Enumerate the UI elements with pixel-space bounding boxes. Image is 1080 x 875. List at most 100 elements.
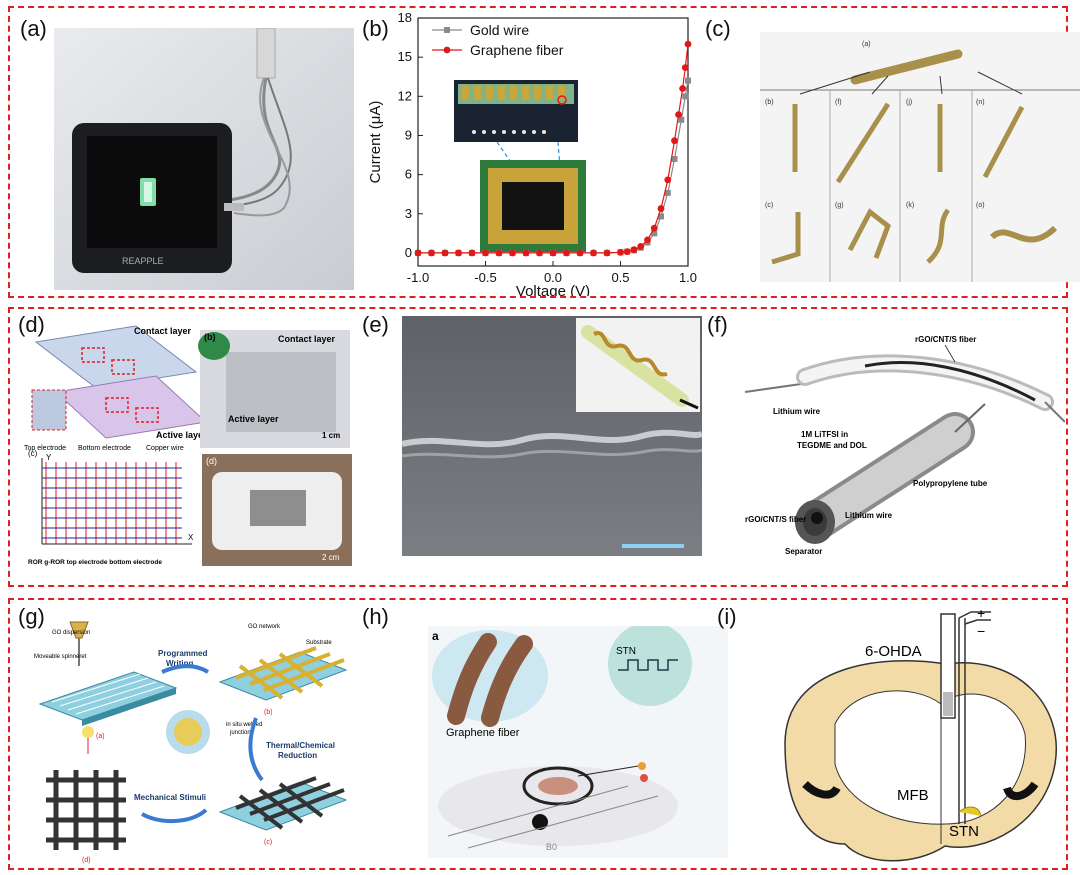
data-point: [468, 249, 476, 257]
data-point: [455, 249, 462, 257]
legend-copper-wire: Copper wire: [146, 445, 184, 452]
thermal-line1: Thermal/Chemical: [266, 741, 335, 750]
y-tick-label: 18: [398, 10, 412, 25]
step-b-label: (b): [264, 709, 273, 716]
sub-o: (o): [976, 202, 985, 209]
x-tick-label: 0.0: [544, 270, 562, 285]
stn-label-h: STN: [616, 646, 636, 657]
active-layer-label: Active layer: [156, 430, 207, 440]
y-tick-label: 9: [405, 127, 412, 142]
panel-g: (g) GO dispersion Moveable spinneret (a)…: [16, 604, 356, 866]
sub-a-label: a: [432, 629, 439, 643]
sem-image: [402, 316, 702, 556]
data-point: [681, 64, 689, 71]
panel-h: (h) a Graphene fiber STN B0: [360, 604, 728, 866]
data-point: [644, 236, 651, 244]
step-a-label: (a): [96, 733, 105, 740]
panel-a: (a) REAPPLE: [18, 12, 354, 294]
data-point: [685, 77, 691, 84]
data-point: [441, 249, 449, 257]
writing-label: Writing: [166, 659, 194, 668]
panel-h-label: (h): [362, 604, 389, 629]
lithium-wire-label: Lithium wire: [773, 407, 821, 416]
sub-f: (f): [835, 99, 842, 106]
sub-b: (b): [765, 99, 774, 106]
active-layer-photo-label: Active layer: [228, 414, 279, 424]
data-point: [637, 243, 645, 250]
brain-section-illustration: + − 6-OHDA MFB STN: [784, 605, 1057, 862]
y-tick-label: 6: [405, 167, 412, 182]
panel-c-label: (c): [705, 16, 731, 41]
panel-f-label: (f): [707, 312, 728, 337]
fiber-shapes-illustration: (a) (b) (f) (j) (n) (c) (g) (k) (o): [760, 32, 1080, 282]
substrate-label: Substrate: [306, 640, 332, 646]
grid-axis-y: Y: [46, 453, 52, 462]
data-point: [671, 137, 678, 145]
contact-layer-photo-label: Contact layer: [278, 334, 336, 344]
sensor-array-illustration: Contact layer Active layer Top electrode…: [24, 325, 352, 566]
rat-implant-illustration: a Graphene fiber STN B0: [428, 626, 728, 858]
data-point: [617, 248, 624, 256]
go-network-label: GO network: [248, 624, 281, 630]
fiber-label-2: rGO/CNT/S fiber: [745, 515, 806, 524]
step-c-label: (c): [264, 839, 272, 846]
mech-stimuli-label: Mechanical Stimuli: [134, 793, 206, 802]
panel-i-label: (i): [717, 604, 737, 629]
data-point: [679, 85, 686, 92]
panel-e: (e): [360, 312, 702, 584]
sub-n: (n): [976, 99, 985, 106]
scale-1cm: 1 cm: [322, 431, 340, 440]
sub-g: (g): [835, 202, 844, 209]
panel-d: (d) Contact layer Active layer Top elect…: [16, 312, 356, 584]
electrolyte-line2: TEGDME and DOL: [797, 441, 867, 450]
contact-layer-label: Contact layer: [134, 326, 192, 336]
panel-i: (i) + − 6-OHDA MFB STN: [705, 604, 1065, 866]
sub-k: (k): [906, 202, 914, 209]
minus-label: −: [977, 623, 985, 639]
thermal-line2: Reduction: [278, 751, 317, 760]
legend-bottom-electrode: Bottom electrode: [78, 445, 131, 452]
sub-j: (j): [906, 99, 912, 106]
panel-g-label: (g): [18, 604, 45, 629]
battery-schematic: rGO/CNT/S fiber Lithium wire 1M LiTFSI i…: [745, 335, 1065, 556]
data-point: [684, 40, 692, 48]
legend-marker-1: [443, 46, 451, 54]
data-point: [623, 248, 631, 256]
go-dispersion-label: GO dispersion: [52, 630, 90, 636]
legend-top-electrode: Top electrode: [24, 445, 66, 452]
data-point: [671, 155, 678, 162]
y-axis-label: Current (μA): [367, 101, 384, 184]
panel-a-label: (a): [20, 16, 47, 41]
panel-f: (f) rGO/CNT/S fiber Lithium wire 1M LiTF…: [705, 312, 1065, 584]
data-point: [563, 249, 570, 257]
data-point: [536, 249, 543, 257]
panel-b-label: (b): [362, 16, 389, 41]
figure-row-2: [8, 307, 1068, 587]
data-point: [522, 249, 530, 257]
sub-b-label: (b): [204, 332, 216, 342]
b0-label: B0: [546, 842, 557, 852]
lithium-wire-label-2: Lithium wire: [845, 511, 893, 520]
x-tick-label: -1.0: [407, 270, 429, 285]
panel-e-label: (e): [362, 312, 389, 337]
sub-c-label: (c): [28, 449, 38, 458]
data-point: [630, 246, 638, 254]
sub-d-label: (d): [206, 456, 217, 466]
legend-label-0: Gold wire: [470, 22, 529, 38]
panel-a-photo: REAPPLE: [54, 28, 354, 290]
device-brand: REAPPLE: [122, 256, 164, 266]
chip-inset-photo: [454, 80, 586, 252]
ohda-label: 6-OHDA: [865, 643, 922, 660]
data-point: [603, 249, 611, 257]
data-point: [576, 249, 584, 257]
stn-label-i: STN: [949, 823, 979, 840]
tube-label: Polypropylene tube: [913, 479, 988, 488]
data-point: [509, 249, 516, 257]
legend-label-1: Graphene fiber: [470, 42, 564, 58]
plus-label: +: [977, 605, 985, 621]
mfb-label: MFB: [897, 787, 929, 804]
data-point: [650, 224, 658, 232]
data-point: [414, 249, 422, 257]
panel-d-label: (d): [18, 312, 45, 337]
